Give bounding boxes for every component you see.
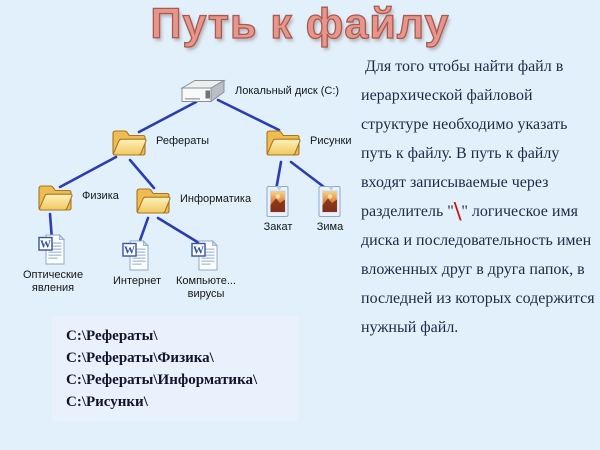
tree-node-fizika: Физика [37,181,119,212]
slide-title: Путь к файлу [150,0,450,49]
folder-icon [38,185,73,211]
tree-node-zakat: Закат [252,185,304,234]
tree-node-referaty: Рефераты [111,126,209,157]
folder-label: Физика [82,190,119,202]
tree-node-opticheskie-yavleniya: W Оптические явления [10,233,96,295]
tree-node-informatika: Информатика [135,184,251,215]
word-document-label: Компьюте... вирусы [176,275,236,300]
word-document-icon: W [122,240,149,271]
file-path-line: C:\Рисунки\ [66,394,148,410]
svg-text:W: W [193,245,204,257]
word-document-label: Интернет [113,275,161,287]
folder-icon [266,130,301,156]
image-file-icon [266,186,289,217]
path-separator-backslash: \ [453,196,462,226]
file-path-line: C:\Рефераты\Информатика\ [66,372,258,388]
drive-label: Локальный диск (C:) [235,85,340,97]
word-document-icon: W [191,240,218,271]
description-part2: " логическое имя диска и последовательно… [361,203,599,336]
description-part1: Для того чтобы найти файл в иерархическо… [361,58,572,220]
svg-text:W: W [124,245,135,257]
hard-drive-icon [180,79,226,103]
description-text: Для того чтобы найти файл в иерархическо… [361,52,597,342]
image-file-label: Закат [263,221,293,233]
file-paths-box: C:\Рефераты\ C:\Рефераты\Физика\ C:\Рефе… [52,316,298,422]
tree-node-kompyuternye-virusy: W Компьюте... вирусы [164,239,248,301]
folder-label: Информатика [180,193,252,205]
folder-label: Рисунки [310,135,352,147]
image-file-icon [318,186,341,217]
folder-label: Рефераты [156,135,210,147]
svg-text:W: W [40,239,51,251]
tree-node-local-disk: Локальный диск (C:) [178,78,339,105]
image-file-label: Зима [316,221,344,233]
file-path-line: C:\Рефераты\ [66,328,158,344]
word-document-label: Оптические явления [22,269,84,294]
tree-node-risunki: Рисунки [265,126,352,157]
tree-node-zima: Зима [304,185,356,234]
file-path-line: C:\Рефераты\Физика\ [66,350,214,366]
folder-icon [136,188,171,214]
word-document-icon: W [38,234,65,265]
folder-icon [112,130,147,156]
tree-node-internet: W Интернет [103,239,171,288]
